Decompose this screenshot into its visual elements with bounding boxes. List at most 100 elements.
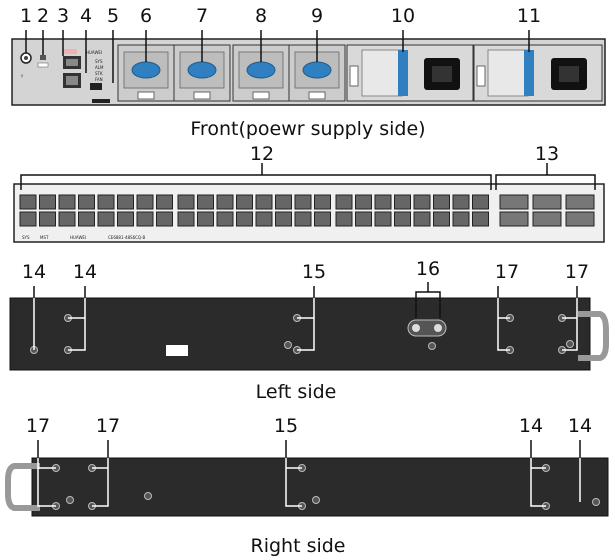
svg-text:ALM: ALM xyxy=(95,65,104,70)
sfp-port xyxy=(197,211,214,227)
sfp-port xyxy=(177,194,195,210)
qsfp-port xyxy=(532,211,562,227)
sfp-port xyxy=(197,194,214,210)
sfp-port xyxy=(19,211,37,227)
sfp-port xyxy=(335,211,353,227)
svg-text:SYS: SYS xyxy=(95,59,103,64)
callout-7: 7 xyxy=(196,5,208,27)
callout-17d: 17 xyxy=(96,415,120,437)
callout-14a: 14 xyxy=(22,261,46,283)
sfp-port xyxy=(216,194,234,210)
callout-4: 4 xyxy=(80,5,92,27)
left-side-panel: 14 14 15 16 17 17 Left side xyxy=(9,258,609,403)
callout-9: 9 xyxy=(311,5,323,27)
front-panel: ⏚ HUAWEI SYS ALM STK FAN xyxy=(11,5,606,140)
sfp-port xyxy=(433,211,450,227)
sfp-port xyxy=(413,194,431,210)
callout-17b: 17 xyxy=(565,261,589,283)
qsfp-port xyxy=(565,194,595,210)
panel-brand-label: HUAWEI xyxy=(70,235,86,240)
sfp-port xyxy=(294,211,312,227)
callout-17a: 17 xyxy=(495,261,519,283)
svg-text:STK: STK xyxy=(95,71,103,76)
sfp-port xyxy=(275,211,292,227)
sfp-port xyxy=(355,194,372,210)
sfp-port xyxy=(374,211,392,227)
sfp-port xyxy=(97,211,115,227)
sfp-port xyxy=(78,194,95,210)
sfp-port xyxy=(452,194,470,210)
sfp-port xyxy=(39,211,56,227)
sfp-port xyxy=(236,211,253,227)
callout-12: 12 xyxy=(250,143,274,165)
power-supply-10 xyxy=(346,44,474,102)
sfp-port xyxy=(255,211,273,227)
sfp-port xyxy=(374,194,392,210)
callout-17c: 17 xyxy=(26,415,50,437)
front-caption: Front(poewr supply side) xyxy=(190,118,425,140)
reset-button xyxy=(40,55,46,60)
callout-14c: 14 xyxy=(519,415,543,437)
svg-text:MST: MST xyxy=(40,235,49,240)
sfp-port xyxy=(177,211,195,227)
sfp-port xyxy=(294,194,312,210)
callout-14b: 14 xyxy=(73,261,97,283)
qsfp-port-group xyxy=(499,194,595,227)
callout-11: 11 xyxy=(517,5,541,27)
sfp-port xyxy=(156,211,173,227)
sfp-port xyxy=(117,194,134,210)
svg-text:SYS: SYS xyxy=(22,235,30,240)
panel-model-label: CE6881-48S6CQ-B xyxy=(108,235,145,240)
sfp-port xyxy=(394,211,411,227)
sfp-port xyxy=(156,194,173,210)
front-brand-label: HUAWEI xyxy=(86,50,102,55)
right-side-panel: 17 17 15 14 14 Right side xyxy=(5,415,609,557)
sfp-port xyxy=(216,211,234,227)
callout-2: 2 xyxy=(37,5,49,27)
callout-13: 13 xyxy=(535,143,559,165)
fan-module-8 xyxy=(232,44,290,102)
sfp-port xyxy=(335,194,353,210)
callout-3: 3 xyxy=(57,5,69,27)
svg-text:FAN: FAN xyxy=(95,77,103,82)
sfp-port xyxy=(136,194,154,210)
callout-16: 16 xyxy=(416,258,440,280)
callout-6: 6 xyxy=(140,5,152,27)
callout-1: 1 xyxy=(20,5,32,27)
qsfp-port xyxy=(565,211,595,227)
sfp-port xyxy=(314,211,331,227)
sfp-port xyxy=(433,194,450,210)
svg-text:⏚: ⏚ xyxy=(20,72,24,78)
right-caption: Right side xyxy=(251,535,346,557)
callout-15: 15 xyxy=(302,261,326,283)
qsfp-port xyxy=(532,194,562,210)
sfp-port xyxy=(472,194,489,210)
sfp-port xyxy=(394,194,411,210)
sfp-port xyxy=(39,194,56,210)
left-caption: Left side xyxy=(256,381,337,403)
callout-10: 10 xyxy=(391,5,415,27)
sfp-port xyxy=(255,194,273,210)
sfp-port xyxy=(472,211,489,227)
sfp-port xyxy=(136,211,154,227)
callout-14d: 14 xyxy=(568,415,592,437)
sfp-port xyxy=(452,211,470,227)
sfp-port-group xyxy=(19,194,489,227)
callout-5: 5 xyxy=(107,5,119,27)
power-supply-11 xyxy=(473,44,603,102)
sfp-port xyxy=(78,211,95,227)
qsfp-port xyxy=(499,194,529,210)
fan-module-7 xyxy=(173,44,231,102)
sfp-port xyxy=(117,211,134,227)
sfp-port xyxy=(275,194,292,210)
sfp-port xyxy=(314,194,331,210)
sfp-port xyxy=(97,194,115,210)
usb-port xyxy=(90,83,102,90)
sfp-port xyxy=(413,211,431,227)
sfp-port xyxy=(355,211,372,227)
sfp-port xyxy=(58,194,76,210)
sfp-port xyxy=(58,211,76,227)
sfp-port xyxy=(236,194,253,210)
port-panel: SYS MST HUAWEI CE6881-48S6CQ-B 12 13 xyxy=(13,143,605,243)
